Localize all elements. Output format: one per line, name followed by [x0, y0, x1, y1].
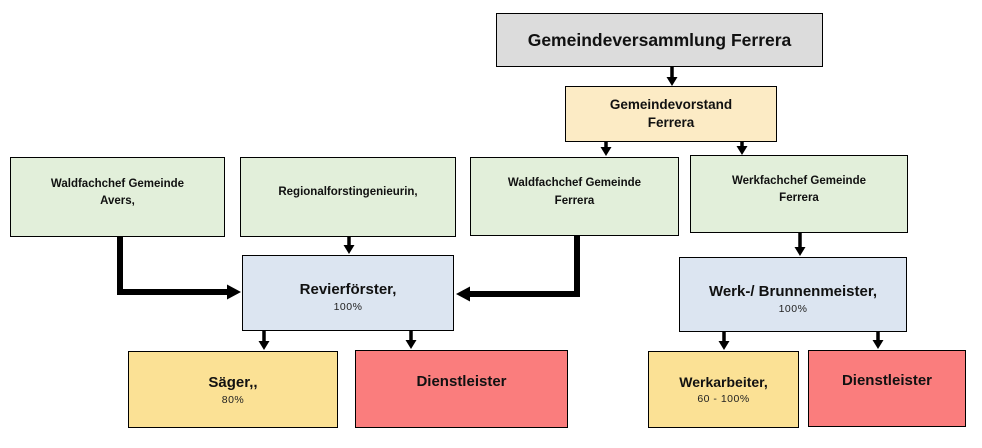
connector-waldfachchef-avers-revierfoerster [117, 236, 241, 300]
connector-revierfoerster-dienstleister [405, 330, 417, 349]
connector-revierfoerster-saeger [258, 330, 270, 350]
connector-waldfachchef-ferrera-revierfoerster [456, 235, 580, 302]
node-title-line2: Ferrera [647, 115, 695, 130]
node-title: Säger,, [208, 373, 258, 391]
node-waldfachchef-avers: Waldfachchef Gemeinde Avers, [10, 157, 225, 237]
connector-brunnenmeister-dienstleister [872, 331, 884, 349]
node-dienstleister-werk: Dienstleister [808, 350, 966, 427]
node-percent: 60 - 100% [697, 393, 750, 405]
node-percent: 80% [221, 393, 245, 406]
node-title: Gemeindeversammlung Ferrera [527, 29, 792, 50]
connector-regionalforstingenieurin-revierfoerster [343, 236, 355, 254]
node-title: Werkarbeiter, [679, 374, 768, 390]
node-title-line1: Regionalforstingenieurin, [278, 186, 418, 199]
node-title: Dienstleister [416, 372, 507, 390]
node-title: Dienstleister [841, 372, 933, 389]
node-werkfachchef-ferrera: Werkfachchef Gemeinde Ferrera [690, 155, 908, 233]
connector-werkfachchef-brunnenmeister [794, 232, 806, 256]
connector-vorstand-waldfachchef-ferrera [600, 141, 612, 156]
node-percent: 100% [333, 301, 363, 313]
connector-vorstand-werkfachchef-ferrera [736, 141, 748, 155]
node-werk-brunnenmeister: Werk-/ Brunnenmeister, 100% [679, 257, 907, 332]
node-revierfoerster: Revierförster, 100% [242, 255, 454, 331]
connector-brunnenmeister-werkarbeiter [718, 331, 730, 350]
node-title: Werk-/ Brunnenmeister, [708, 282, 878, 300]
node-title-line1: Gemeindevorstand [609, 96, 733, 112]
node-title-line2: Ferrera [779, 192, 819, 204]
connector-versammlung-vorstand [666, 67, 678, 86]
node-title-line1: Waldfachchef Gemeinde [50, 177, 185, 190]
node-percent: 100% [778, 302, 808, 315]
node-title-line2: Avers, [100, 195, 135, 207]
node-title: Revierförster, [299, 281, 397, 298]
node-gemeindeversammlung: Gemeindeversammlung Ferrera [496, 13, 823, 67]
node-saeger: Säger,, 80% [128, 351, 338, 428]
node-title-line1: Waldfachchef Gemeinde [507, 177, 642, 190]
node-waldfachchef-ferrera: Waldfachchef Gemeinde Ferrera [470, 157, 679, 236]
node-regionalforstingenieurin: Regionalforstingenieurin, [240, 157, 456, 237]
node-title-line2: Ferrera [554, 194, 595, 207]
node-gemeindevorstand: Gemeindevorstand Ferrera [565, 86, 777, 142]
node-dienstleister-forst: Dienstleister [355, 350, 568, 428]
node-werkarbeiter: Werkarbeiter, 60 - 100% [648, 351, 799, 428]
node-title-line1: Werkfachchef Gemeinde [731, 174, 866, 187]
